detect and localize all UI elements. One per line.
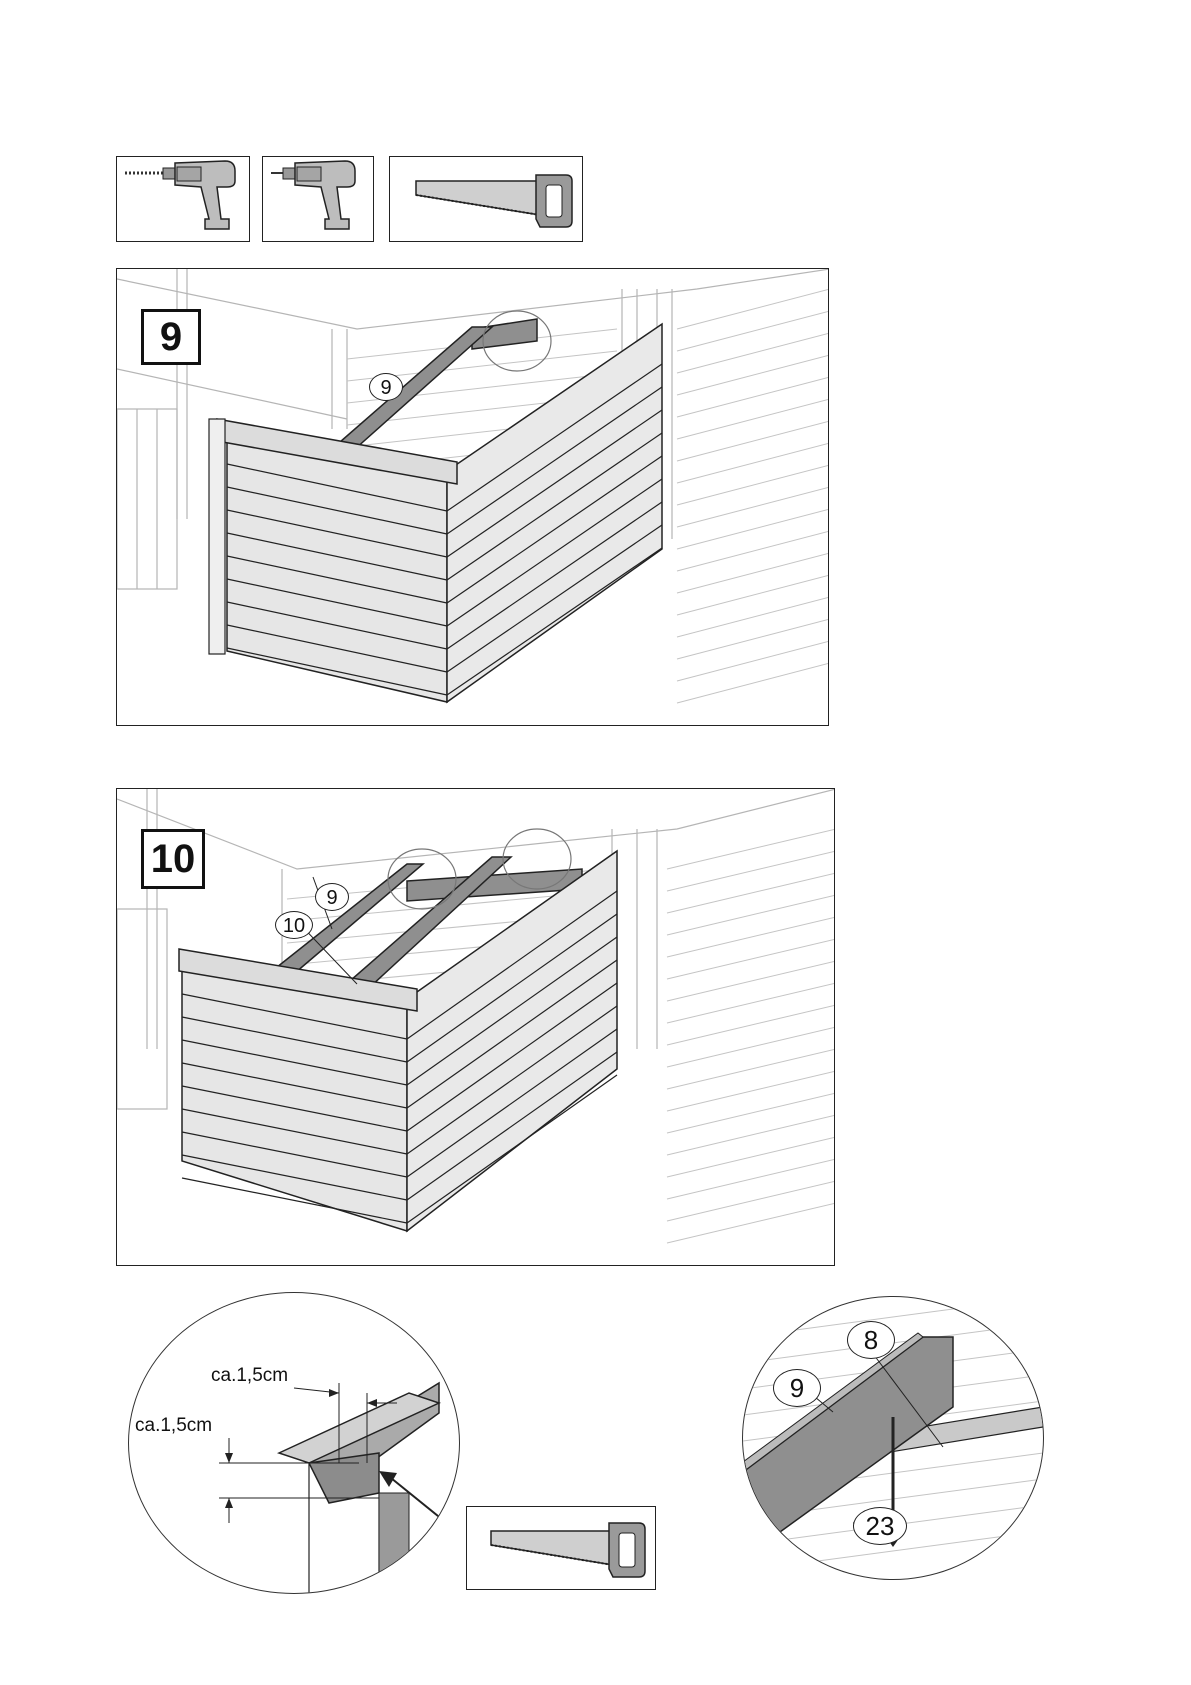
detail-screw-view: 8 9 23 xyxy=(742,1296,1044,1580)
detail-cut-saw-box xyxy=(466,1506,656,1590)
callout-part-23: 23 xyxy=(853,1507,907,1545)
step-10-number: 10 xyxy=(141,829,205,889)
step-9-panel: 9 9 xyxy=(116,268,829,726)
step-9-illustration xyxy=(117,269,829,726)
handsaw-icon xyxy=(390,157,583,242)
tool-handsaw-box xyxy=(389,156,583,242)
screwdriver-drill-icon xyxy=(263,157,374,242)
dim-horizontal-label: ca.1,5cm xyxy=(211,1365,288,1387)
callout-part-8: 8 xyxy=(847,1321,895,1359)
callout-part-10: 10 xyxy=(275,911,313,939)
detail-cut-illustration xyxy=(129,1293,459,1593)
handsaw-icon xyxy=(467,1507,656,1590)
detail-cut-view: ca.1,5cm ca.1,5cm xyxy=(128,1292,460,1594)
tool-drill-bit-box xyxy=(116,156,250,242)
callout-part-9: 9 xyxy=(369,373,403,401)
tool-screwdriver-box xyxy=(262,156,374,242)
callout-part-9: 9 xyxy=(315,883,349,911)
callout-part-9: 9 xyxy=(773,1369,821,1407)
dim-vertical-label: ca.1,5cm xyxy=(135,1415,212,1437)
step-10-illustration xyxy=(117,789,835,1266)
step-9-number: 9 xyxy=(141,309,201,365)
drill-bit-icon xyxy=(117,157,250,242)
step-10-panel: 10 9 10 xyxy=(116,788,835,1266)
